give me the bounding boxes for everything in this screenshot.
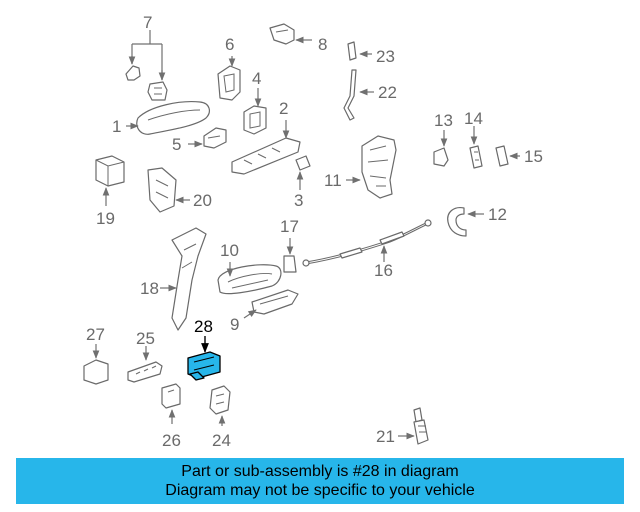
part-9[interactable]: 9 — [230, 289, 299, 334]
part-5[interactable]: 5 — [172, 127, 227, 154]
part-21[interactable]: 21 — [376, 407, 429, 446]
callout-24: 24 — [212, 431, 231, 450]
part-14[interactable]: 14 — [464, 109, 483, 169]
callout-4: 4 — [252, 69, 261, 88]
part-19[interactable]: 19 — [95, 155, 125, 228]
callout-21: 21 — [376, 427, 395, 446]
banner-line-2: Diagram may not be specific to your vehi… — [165, 482, 475, 499]
callout-27: 27 — [86, 325, 105, 344]
part-16[interactable]: 16 — [302, 219, 432, 280]
exploded-parts-diagram: 7 1 6 8 23 22 4 — [83, 13, 543, 450]
callout-14: 14 — [464, 109, 483, 128]
part-25[interactable]: 25 — [127, 329, 163, 383]
callout-26: 26 — [162, 431, 181, 450]
part-10[interactable]: 10 — [217, 241, 282, 295]
part-24[interactable]: 24 — [209, 385, 231, 450]
callout-3: 3 — [294, 191, 303, 210]
callout-1: 1 — [112, 117, 121, 136]
callout-18: 18 — [140, 279, 159, 298]
part-28[interactable]: 28 — [187, 317, 221, 381]
callout-7: 7 — [143, 13, 152, 32]
part-6[interactable]: 6 — [217, 35, 241, 101]
part-4[interactable]: 4 — [243, 69, 267, 135]
info-banner: Part or sub-assembly is #28 in diagram D… — [16, 458, 624, 504]
part-22[interactable]: 22 — [343, 69, 397, 121]
callout-20: 20 — [193, 191, 212, 210]
callout-2: 2 — [279, 99, 288, 118]
part-23[interactable]: 23 — [347, 41, 395, 66]
part-8[interactable]: 8 — [269, 23, 327, 54]
callout-22: 22 — [378, 83, 397, 102]
part-18[interactable]: 18 — [140, 227, 207, 331]
callout-28: 28 — [194, 317, 213, 336]
callout-16: 16 — [374, 261, 393, 280]
callout-11: 11 — [324, 171, 342, 190]
callout-15: 15 — [524, 147, 543, 166]
callout-10: 10 — [220, 241, 239, 260]
callout-8: 8 — [318, 35, 327, 54]
callout-25: 25 — [136, 329, 155, 348]
callout-13: 13 — [434, 111, 453, 130]
banner-line-1: Part or sub-assembly is #28 in diagram — [181, 463, 459, 480]
callout-17: 17 — [280, 217, 299, 236]
part-13[interactable]: 13 — [433, 111, 453, 167]
part-3[interactable]: 3 — [294, 155, 311, 210]
part-1[interactable]: 1 — [112, 101, 210, 136]
part-17[interactable]: 17 — [280, 217, 299, 273]
part-20[interactable]: 20 — [147, 167, 212, 213]
callout-6: 6 — [225, 35, 234, 54]
part-7[interactable]: 7 — [125, 13, 168, 101]
part-12[interactable]: 12 — [447, 205, 507, 237]
callout-5: 5 — [172, 135, 181, 154]
callout-9: 9 — [230, 315, 239, 334]
part-2[interactable]: 2 — [231, 99, 301, 175]
callout-19: 19 — [96, 209, 115, 228]
part-27[interactable]: 27 — [83, 325, 109, 385]
part-26[interactable]: 26 — [161, 383, 181, 450]
part-15[interactable]: 15 — [495, 145, 543, 167]
callout-23: 23 — [376, 47, 395, 66]
callout-12: 12 — [488, 205, 507, 224]
part-11[interactable]: 11 — [324, 135, 397, 199]
